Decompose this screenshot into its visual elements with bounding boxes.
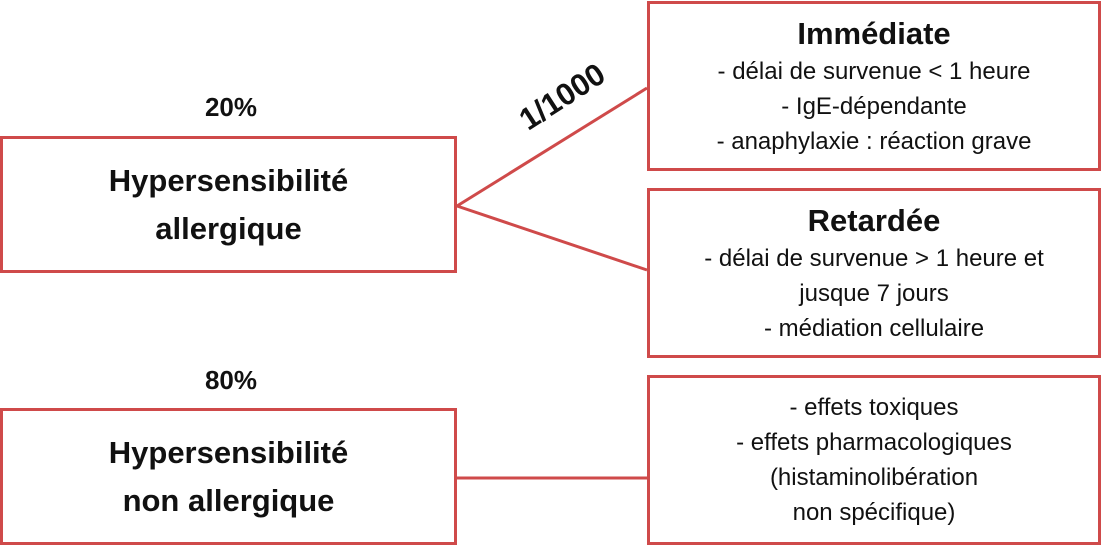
non-allergic-box-label-line2: non allergique (122, 482, 335, 518)
delayed-detail-line: jusque 7 jours (799, 279, 949, 307)
immediate-reaction-box: Immédiate - délai de survenue < 1 heure … (647, 1, 1101, 171)
delayed-reaction-box: Retardée - délai de survenue > 1 heure e… (647, 188, 1101, 358)
immediate-detail-line: - délai de survenue < 1 heure (717, 57, 1031, 85)
non-allergic-hypersensitivity-box: Hypersensibilité non allergique (0, 408, 457, 545)
delayed-title: Retardée (807, 202, 941, 238)
connector-allergic-to-delayed (456, 204, 648, 272)
immediate-title: Immédiate (797, 15, 951, 51)
immediate-detail-line: - IgE-dépendante (781, 92, 967, 120)
effects-detail-line: - effets pharmacologiques (736, 429, 1012, 456)
delayed-detail-line: - médiation cellulaire (763, 314, 985, 342)
connector-allergic-to-immediate (456, 86, 648, 208)
non-allergic-box-label-line1: Hypersensibilité (108, 434, 349, 470)
allergic-percent-label: 20% (204, 92, 258, 122)
immediate-detail-line: - anaphylaxie : réaction grave (716, 127, 1032, 155)
allergic-hypersensitivity-box: Hypersensibilité allergique (0, 136, 457, 273)
allergic-box-label-line1: Hypersensibilité (108, 162, 349, 198)
non-allergic-effects-box: - effets toxiques - effets pharmacologiq… (647, 375, 1101, 545)
non-allergic-percent-label: 80% (204, 365, 258, 395)
allergic-box-label-line2: allergique (155, 210, 302, 246)
effects-detail-line: non spécifique) (792, 499, 956, 526)
effects-detail-line: (histaminolibération (769, 464, 979, 491)
delayed-detail-line: - délai de survenue > 1 heure et (704, 244, 1044, 272)
effects-detail-line: - effets toxiques (789, 394, 959, 421)
